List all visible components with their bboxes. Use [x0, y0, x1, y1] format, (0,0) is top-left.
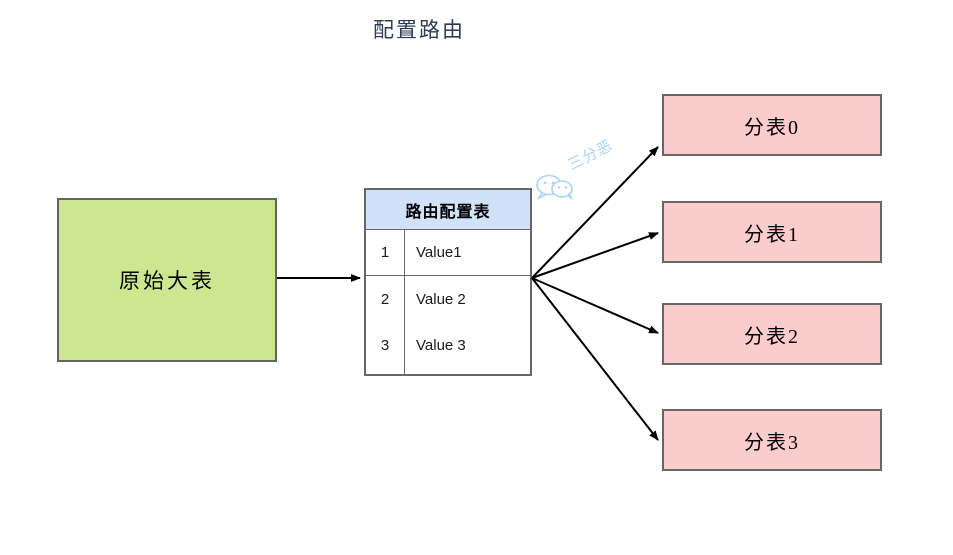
row-key: 2: [380, 290, 390, 308]
column-divider: [404, 230, 405, 374]
shard-table-label: 分表1: [744, 223, 800, 246]
arrow-table-to-shard-1: [531, 232, 659, 279]
route-config-table-body: 1 Value1 2 Value 2 3 Value 3: [366, 230, 530, 374]
arrow-table-to-shard-2: [531, 277, 659, 334]
row-value: Value 2: [416, 290, 466, 308]
shard-table-label: 分表0: [744, 116, 800, 139]
page-title: 配置路由: [373, 18, 465, 42]
shard-table-box-2: 分表2: [662, 303, 882, 365]
wechat-icon: [536, 174, 573, 200]
source-table-box: 原始大表: [57, 198, 277, 362]
watermark-text: 三分恶: [565, 137, 616, 174]
row-value: Value 3: [416, 336, 466, 354]
row-key: 3: [380, 336, 390, 354]
arrow-table-to-shard-0: [531, 146, 659, 279]
arrow-table-to-shard-3: [531, 277, 659, 441]
row-key: 1: [380, 244, 390, 261]
shard-table-box-0: 分表0: [662, 94, 882, 156]
row-value: Value1: [416, 244, 462, 261]
table-row: 1 Value1: [366, 230, 530, 276]
route-config-table: 路由配置表 1 Value1 2 Value 2 3 Value 3: [364, 188, 532, 376]
watermark: 三分恶: [536, 138, 632, 208]
shard-table-box-1: 分表1: [662, 201, 882, 263]
shard-table-label: 分表2: [744, 325, 800, 348]
shard-table-label: 分表3: [744, 431, 800, 454]
source-table-label: 原始大表: [119, 269, 215, 293]
table-row: 3 Value 3: [366, 322, 530, 368]
route-config-table-header: 路由配置表: [366, 190, 530, 230]
table-row: 2 Value 2: [366, 276, 530, 322]
shard-table-box-3: 分表3: [662, 409, 882, 471]
